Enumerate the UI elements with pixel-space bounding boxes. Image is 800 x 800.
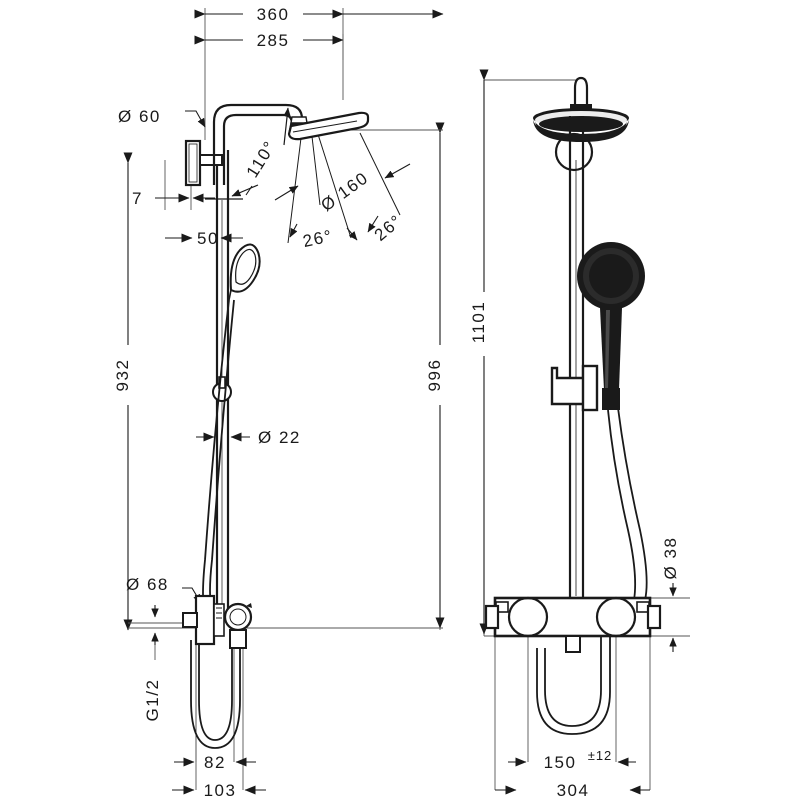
dimension-diameter-22-label: Ø 22 [258,428,301,447]
dimension-103-label: 103 [204,781,237,800]
dimension-diameter-38-label: Ø 38 [661,537,680,580]
dimension-996: 996 [425,122,452,629]
dimension-26-degrees-left-label: 26° [301,226,335,251]
dimension-1101: 1101 [469,69,496,635]
dimension-50-label: 50 [197,229,219,248]
dimension-285-label: 285 [257,31,290,50]
front-riser-pipe [568,116,585,600]
dimension-26-degrees-right-label: 26° [371,211,406,245]
side-extension-lines [127,8,441,790]
side-view-group: 360 285 Ø 60 7 50 932 [113,3,452,800]
wall-flange [184,139,223,187]
front-hand-shower-holder [550,364,599,412]
dimension-diameter-68: Ø 68 [126,575,202,604]
dimension-diameter-60-label: Ø 60 [118,107,161,126]
dimension-285: 285 [194,29,344,51]
dimension-diameter-38: Ø 38 [661,537,680,652]
dimension-103: 103 [172,781,266,800]
front-overhead-shower-head [533,108,629,142]
dimension-360-label: 360 [257,5,290,24]
front-shower-hose [536,407,648,735]
dimension-diameter-160-label: Ø 160 [317,168,372,215]
dimension-150: 150 ±12 [508,748,636,772]
dimension-26-degrees-right: 26° [346,211,406,245]
dimension-932: 932 [113,152,140,631]
dimension-diameter-68-label: Ø 68 [126,575,169,594]
thermostatic-mixer [182,594,253,649]
dimension-7: 7 [132,189,215,208]
front-hand-shower [577,242,645,410]
overhead-shower-head [287,111,370,141]
dimension-diameter-22: Ø 22 [196,428,301,447]
dimension-360: 360 [194,3,444,25]
dimension-150-label: 150 [544,753,577,772]
dimension-82-label: 82 [204,753,226,772]
front-wall-flange [554,132,594,172]
dimension-50: 50 [165,229,243,248]
dimension-diameter-60: Ø 60 [118,107,206,128]
dimension-304-label: 304 [557,781,590,800]
dimension-996-label: 996 [425,359,444,392]
dimension-7-label: 7 [132,189,143,208]
dimension-g-one-half-label: G1/2 [143,679,162,722]
dimension-82: 82 [174,753,256,772]
dimension-110-degrees-label: 110° [243,137,280,181]
shower-hose [190,299,241,749]
dimension-150-tolerance-label: ±12 [588,748,613,763]
hand-shower [228,243,261,301]
front-thermostatic-mixer [484,596,662,653]
dimension-932-label: 932 [113,359,132,392]
dimension-26-degrees-left: 26° [289,223,335,251]
front-extension-lines [483,79,690,790]
dimension-304: 304 [495,781,650,800]
front-view-group: 1101 Ø 38 150 ±12 304 [469,69,690,800]
dimension-1101-label: 1101 [469,301,488,344]
